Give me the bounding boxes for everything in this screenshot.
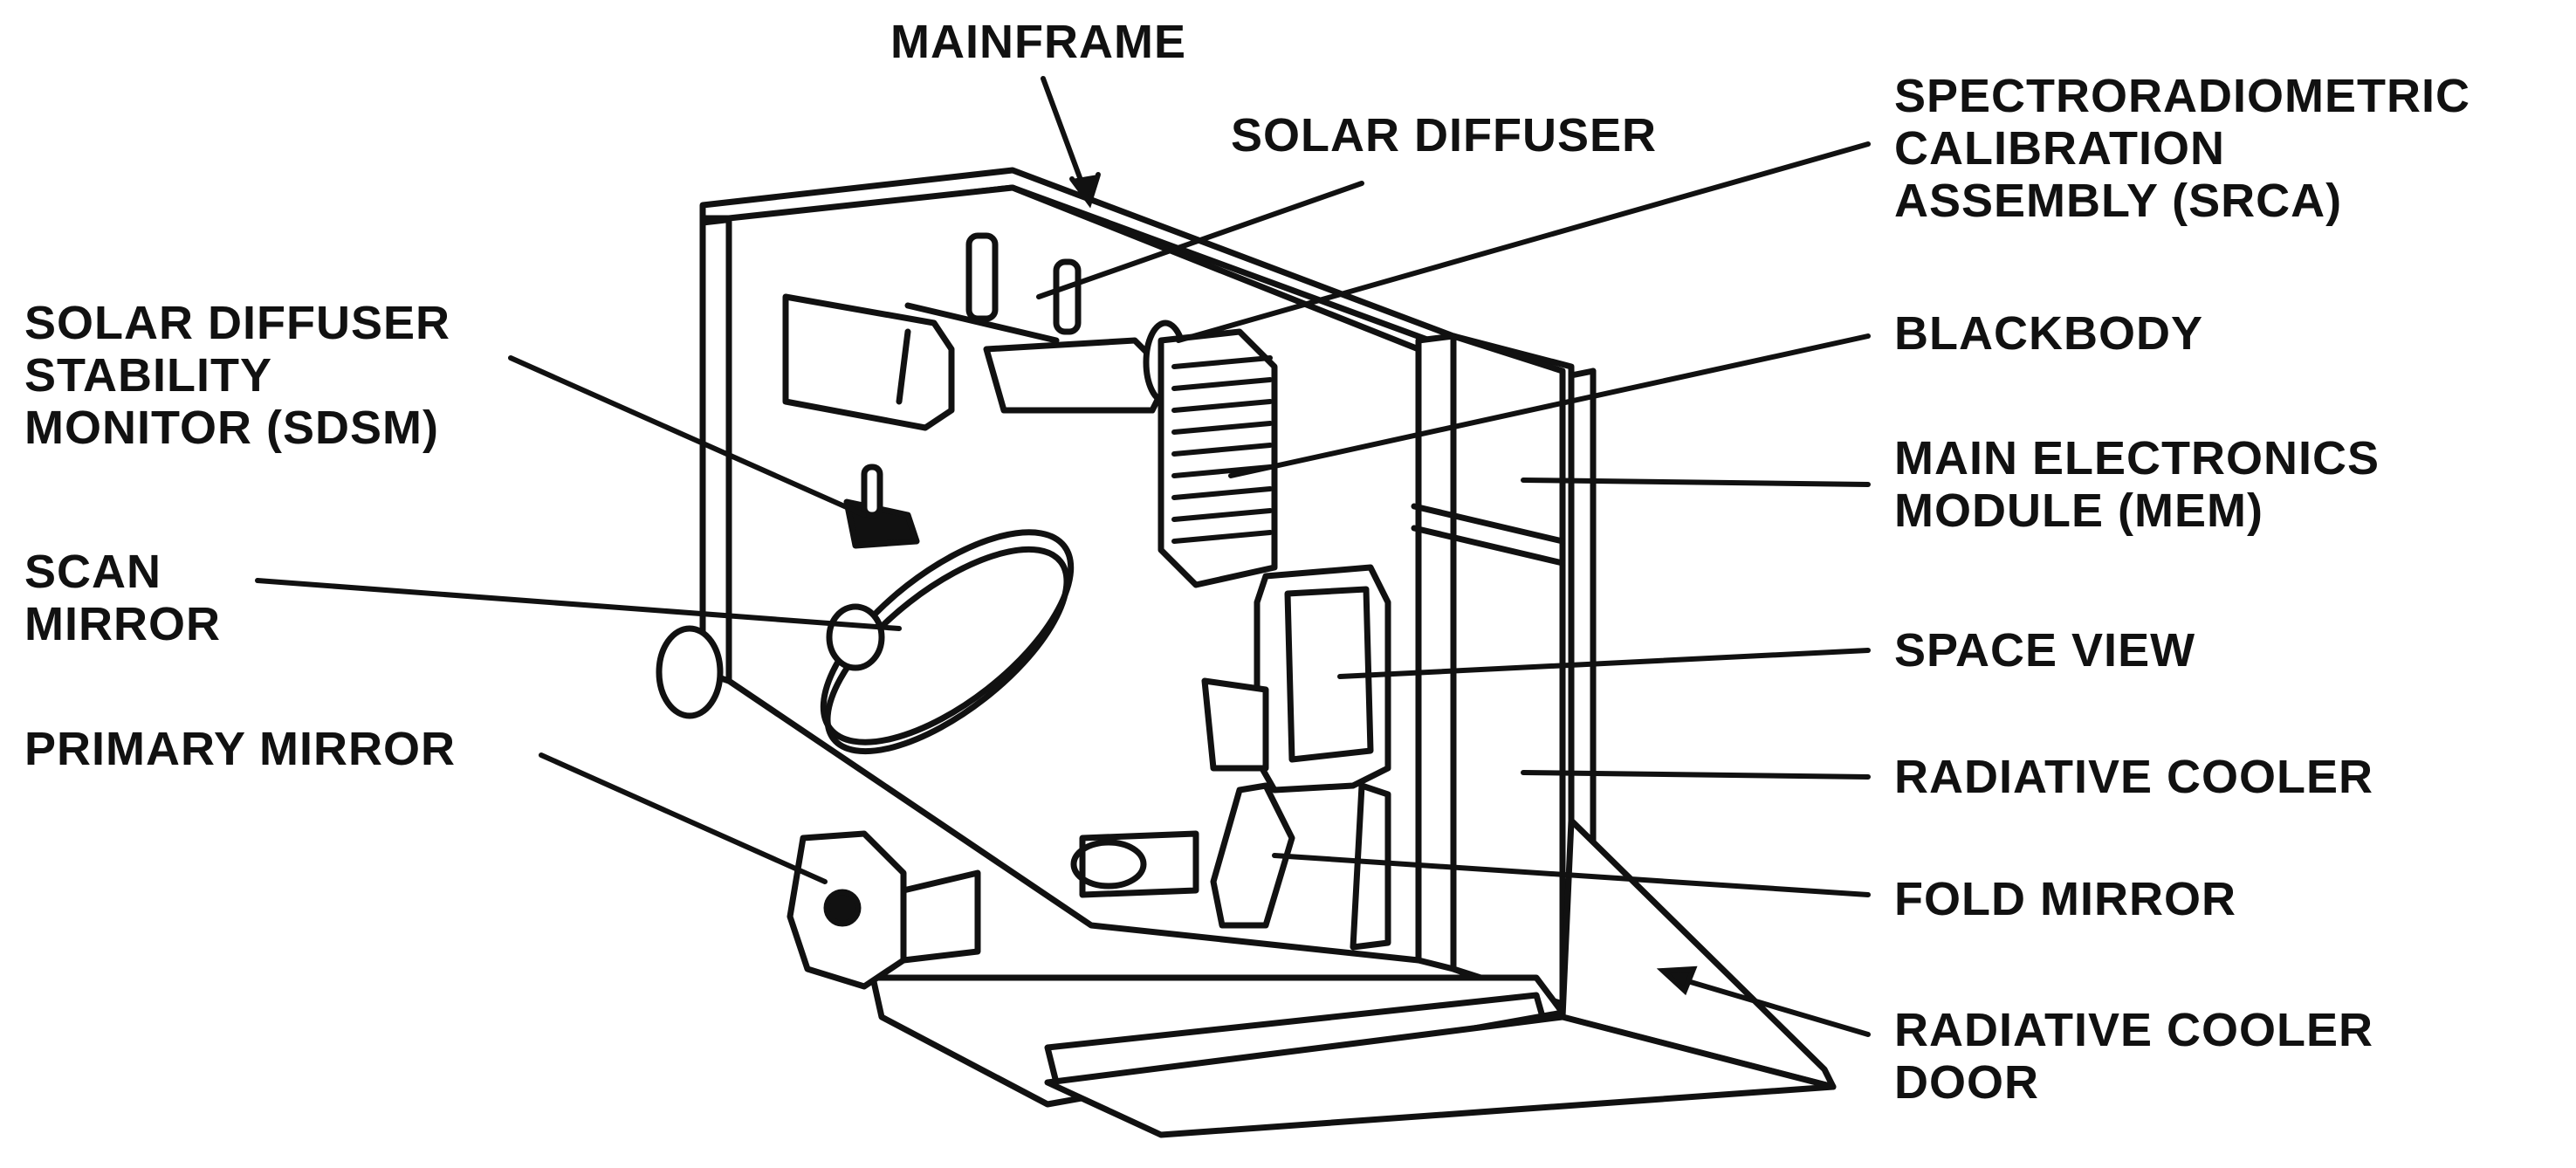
leader-mainframe xyxy=(1041,76,1089,199)
door-bottom xyxy=(1044,1013,1837,1138)
label-mem: MAIN ELECTRONICS MODULE (MEM) xyxy=(1894,432,2380,537)
label-sdsm: SOLAR DIFFUSER STABILITY MONITOR (SDSM) xyxy=(24,297,451,454)
label-mainframe: MAINFRAME xyxy=(890,16,1186,68)
leader-blackbody xyxy=(1228,333,1871,478)
leader-srca xyxy=(1176,141,1871,343)
blackbody-body xyxy=(1157,328,1278,588)
fold-mirror-strut xyxy=(1210,782,1295,929)
label-cooler-door: RADIATIVE COOLER DOOR xyxy=(1894,1004,2374,1109)
leader-cooler-door xyxy=(1673,975,1871,1037)
window-cutout xyxy=(782,293,955,431)
label-srca: SPECTRORADIOMETRIC CALIBRATION ASSEMBLY … xyxy=(1894,70,2471,227)
leader-sdsm xyxy=(508,355,867,518)
label-blackbody: BLACKBODY xyxy=(1894,307,2203,360)
leader-solar-diffuser xyxy=(1036,181,1364,299)
label-solar-diffuser: SOLAR DIFFUSER xyxy=(1231,109,1658,161)
label-space-view: SPACE VIEW xyxy=(1894,624,2196,677)
srca-box xyxy=(983,337,1173,414)
label-fold-mirror: FOLD MIRROR xyxy=(1894,873,2236,925)
leader-fold-mirror xyxy=(1272,853,1871,897)
leader-primary-mirror xyxy=(539,752,828,884)
label-primary-mirror: PRIMARY MIRROR xyxy=(24,723,457,775)
leader-radiative-cooler xyxy=(1521,770,1871,780)
label-radiative-cooler: RADIATIVE COOLER xyxy=(1894,751,2374,803)
label-scan-mirror: SCAN MIRROR xyxy=(24,546,221,650)
leader-mem xyxy=(1521,478,1871,487)
leader-space-view xyxy=(1337,648,1871,679)
leader-scan-mirror xyxy=(255,578,902,631)
